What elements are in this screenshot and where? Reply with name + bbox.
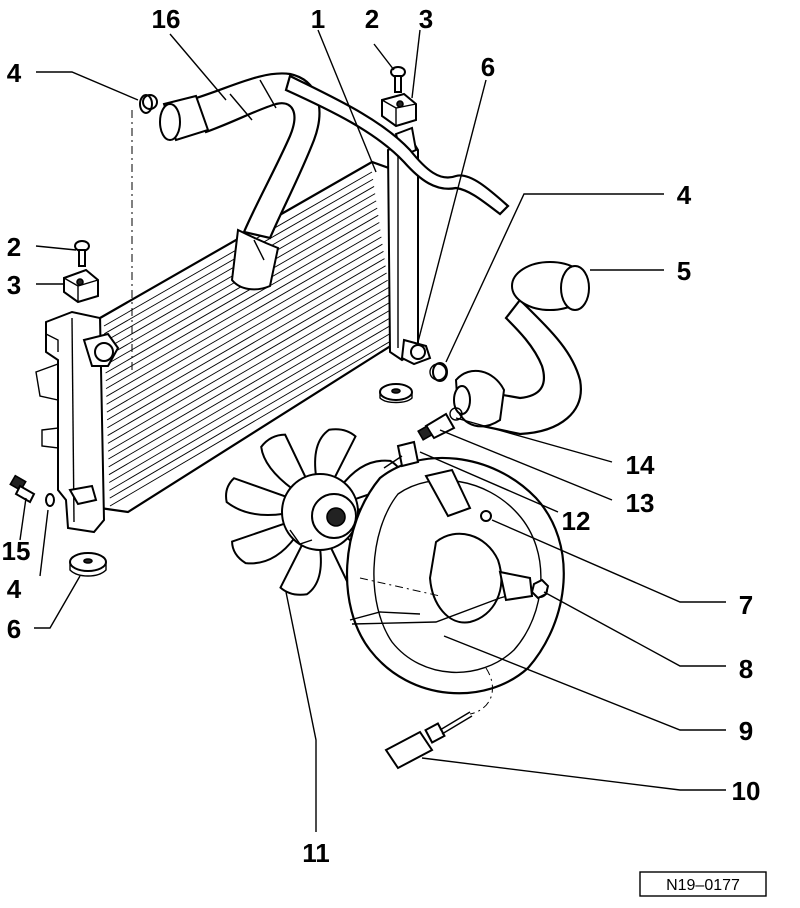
radiator-fin <box>107 265 386 429</box>
electrical-connector <box>383 440 420 469</box>
callout-4-bottom-left: 4 <box>7 574 22 604</box>
fan-blade <box>231 521 297 565</box>
fan-blade <box>314 428 357 483</box>
callout-11: 11 <box>302 838 330 868</box>
bolt-top <box>390 66 406 93</box>
radiator-fin <box>106 243 383 405</box>
callout-13: 13 <box>626 488 655 518</box>
radiator-fin <box>108 294 390 460</box>
radiator-fin <box>105 222 380 382</box>
callout-7: 7 <box>739 590 753 620</box>
fan-shroud <box>345 456 565 695</box>
thermoswitch <box>384 711 473 770</box>
bracket-left <box>63 268 99 304</box>
o-ring-right <box>432 362 448 382</box>
leader-lines <box>19 29 726 832</box>
o-ring-lower-left <box>45 493 55 507</box>
callout-12: 12 <box>562 506 591 536</box>
radiator <box>35 126 432 534</box>
callout-14: 14 <box>626 450 655 480</box>
radiator-fin <box>105 214 379 374</box>
radiator-fin <box>106 258 385 421</box>
callout-8: 8 <box>739 654 753 684</box>
radiator-fin <box>107 287 389 452</box>
rubber-mount-right <box>379 383 413 404</box>
temperature-sensor <box>417 412 456 441</box>
reference-box: N19–0177 <box>639 871 767 897</box>
bracket-top <box>381 92 417 128</box>
callout-3-top: 3 <box>419 4 433 34</box>
radiator-fin <box>109 330 396 499</box>
radiator-fin <box>108 301 392 468</box>
callout-15: 15 <box>2 536 31 566</box>
callout-9: 9 <box>739 716 753 746</box>
callout-5: 5 <box>677 256 691 286</box>
callout-1-top: 1 <box>311 4 325 34</box>
callout-4-top-left: 4 <box>7 58 22 88</box>
callout-4-right: 4 <box>677 180 692 210</box>
callout-2-left: 2 <box>7 232 21 262</box>
o-ring-upper-left <box>139 94 153 114</box>
callout-6-top: 6 <box>481 52 495 82</box>
radiator-fin <box>108 315 394 483</box>
bolt-left <box>74 240 90 267</box>
radiator-fin <box>106 236 382 397</box>
nut <box>530 578 550 600</box>
rubber-mount-left <box>69 552 107 577</box>
callout-6-bottom-left: 6 <box>7 614 21 644</box>
callout-3-left: 3 <box>7 270 21 300</box>
lower-coolant-hose <box>429 261 590 436</box>
upper-coolant-hose <box>142 72 510 291</box>
fan-blade <box>260 433 309 491</box>
callout-16-top: 16 <box>152 4 181 34</box>
radiator-fin <box>107 272 387 436</box>
callout-2-top: 2 <box>365 4 379 34</box>
fan-blade <box>279 541 322 596</box>
fan-blade <box>225 477 289 516</box>
radiator-fin <box>109 337 397 507</box>
radiator-fin <box>109 323 395 491</box>
radiator-fin <box>106 251 384 413</box>
radiator-fin <box>107 279 388 444</box>
drain-plug <box>9 474 36 504</box>
radiator-fin <box>108 308 393 476</box>
reference-code: N19–0177 <box>666 877 740 894</box>
radiator-fin <box>105 229 381 389</box>
radiator-core-fins <box>103 171 397 507</box>
callout-10: 10 <box>732 776 761 806</box>
